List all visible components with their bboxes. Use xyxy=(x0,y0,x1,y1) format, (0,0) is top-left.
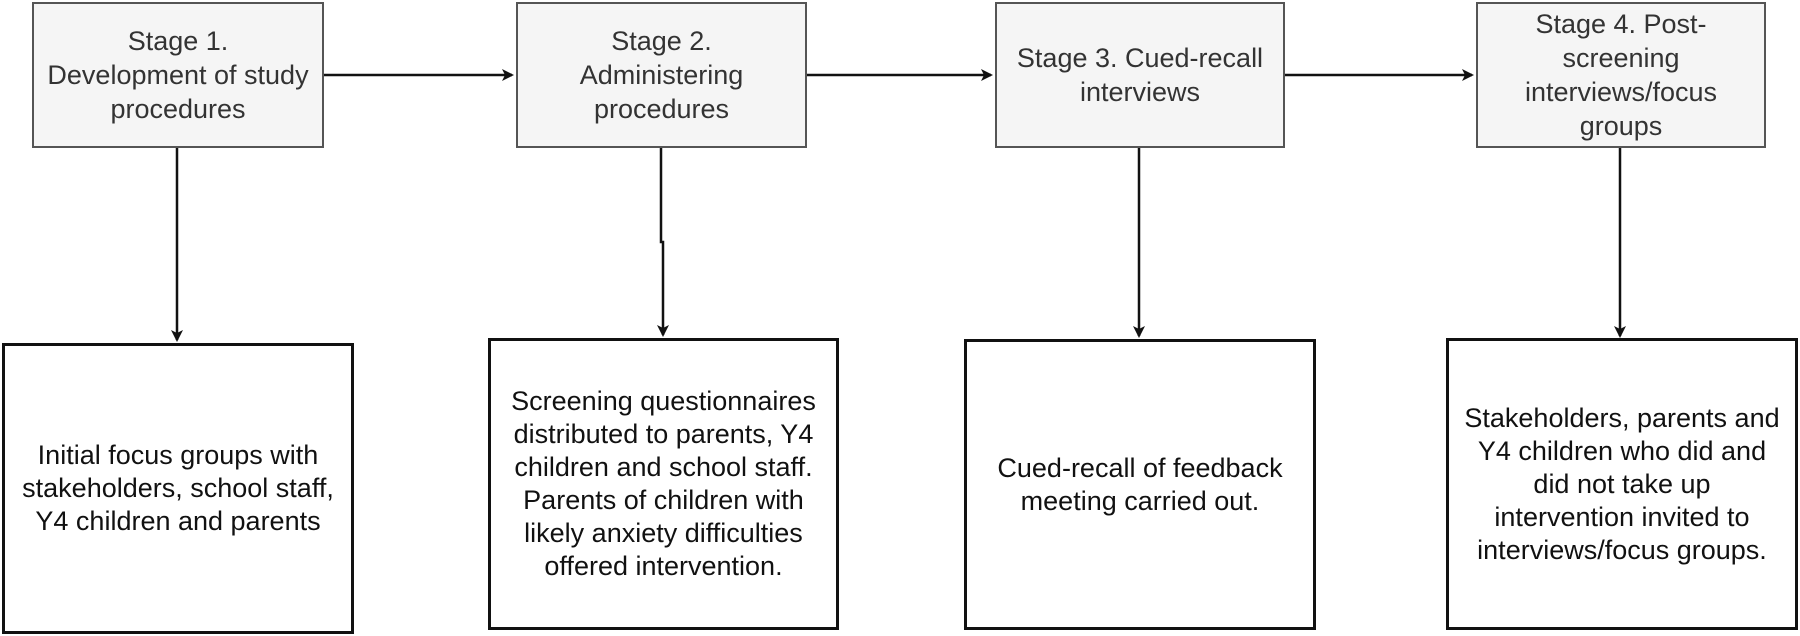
detail-3-text: Cued-recall of feedback meeting carried … xyxy=(997,452,1283,516)
detail-1-text: Initial focus groups with stakeholders, … xyxy=(22,440,334,536)
stage-4-box: Stage 4. Post- screening interviews/focu… xyxy=(1476,2,1766,148)
arrow-stage2-to-detail2 xyxy=(657,148,669,337)
stage-1-title: Stage 1. Development of study procedures xyxy=(47,26,309,124)
stage-4-title: Stage 4. Post- screening interviews/focu… xyxy=(1524,9,1718,141)
detail-4-text: Stakeholders, parents and Y4 children wh… xyxy=(1464,402,1780,565)
stage-2-title: Stage 2. Administering procedures xyxy=(579,26,744,124)
stage-3-title: Stage 3. Cued-recall interviews xyxy=(1016,43,1264,107)
stage-1-box: Stage 1. Development of study procedures xyxy=(32,2,324,148)
detail-3-box: Cued-recall of feedback meeting carried … xyxy=(964,339,1316,630)
detail-1-box: Initial focus groups with stakeholders, … xyxy=(2,343,354,634)
detail-2-box: Screening questionnaires distributed to … xyxy=(488,338,839,630)
stage-3-box: Stage 3. Cued-recall interviews xyxy=(995,2,1285,148)
stage-2-box: Stage 2. Administering procedures xyxy=(516,2,807,148)
detail-4-box: Stakeholders, parents and Y4 children wh… xyxy=(1446,338,1798,630)
detail-2-text: Screening questionnaires distributed to … xyxy=(511,386,816,581)
